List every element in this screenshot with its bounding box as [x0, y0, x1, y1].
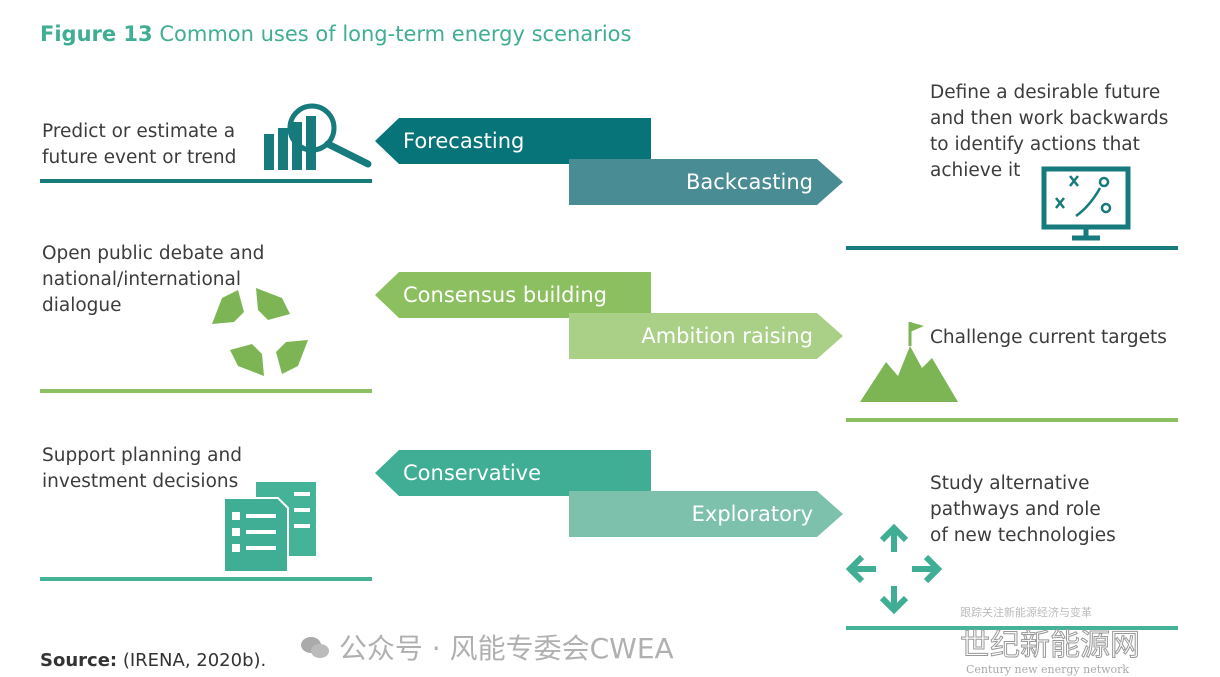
text-line: achieve it [930, 160, 1021, 181]
text-line: of new technologies [930, 525, 1116, 546]
text-line: dialogue [42, 295, 122, 316]
conservative-arrow: Conservative [375, 450, 651, 496]
text-line: Challenge current targets [930, 327, 1167, 348]
wechat-watermark: 公众号 · 风能专委会CWEA [300, 632, 674, 666]
text-line: Predict or estimate a [42, 121, 236, 142]
documents-icon [223, 482, 316, 573]
ambition-description: Challenge current targets [930, 325, 1167, 351]
backcasting-arrow: Backcasting [569, 159, 843, 205]
text-line: national/international [42, 269, 241, 290]
text-line: Define a desirable future [930, 82, 1161, 103]
watermark-text: 公众号 · 风能专委会CWEA [338, 632, 674, 665]
ambition-raising-arrow: Ambition raising [569, 313, 843, 359]
row-divider [846, 246, 1178, 250]
text-line: Open public debate and [42, 243, 265, 264]
consensus-description: Open public debate and national/internat… [42, 241, 264, 319]
mountain-flag-icon [860, 322, 958, 402]
text-line: and then work backwards [930, 108, 1169, 129]
source-label: Source: [40, 650, 118, 671]
watermark-tagline: 跟踪关注新能源经济与变革 [960, 606, 1092, 619]
wechat-icon [301, 637, 329, 658]
figure-title: Figure 13 Common uses of long-term energ… [40, 22, 631, 46]
magnifier-bar-chart-icon [264, 103, 372, 170]
exploratory-arrow: Exploratory [569, 491, 843, 537]
row-divider [846, 418, 1178, 422]
text-line: pathways and role [930, 499, 1101, 520]
text-line: future event or trend [42, 147, 237, 168]
row-divider [40, 389, 372, 393]
arrow-label: Consensus building [403, 283, 607, 307]
row-divider [40, 179, 372, 183]
exploratory-description: Study alternative pathways and role of n… [930, 471, 1116, 549]
arrow-label: Forecasting [403, 129, 525, 153]
forecasting-arrow: Forecasting [375, 118, 651, 164]
arrow-label: Conservative [403, 461, 542, 485]
source-text: (IRENA, 2020b). [117, 650, 267, 671]
text-line: Support planning and [42, 445, 242, 466]
strategy-board-icon [1041, 166, 1131, 241]
figure-caption: Common uses of long-term energy scenario… [159, 22, 632, 46]
source-note: Source: (IRENA, 2020b). [40, 650, 266, 672]
watermark-site: 世纪新能源网 [960, 628, 1141, 663]
arrow-label: Ambition raising [641, 324, 813, 348]
arrow-label: Exploratory [691, 502, 813, 526]
arrow-label: Backcasting [685, 170, 813, 194]
backcasting-description: Define a desirable future and then work … [930, 80, 1168, 184]
watermark-site-en: Century new energy network [966, 663, 1130, 676]
forecasting-description: Predict or estimate a future event or tr… [42, 119, 236, 171]
conservative-description: Support planning and investment decision… [42, 443, 242, 495]
text-line: Study alternative [930, 473, 1090, 494]
joined-hands-icon [212, 288, 308, 376]
four-way-arrows-icon [846, 523, 942, 615]
row-divider [40, 577, 372, 581]
text-line: investment decisions [42, 471, 239, 492]
text-line: to identify actions that [930, 134, 1140, 155]
row-divider [846, 626, 1178, 630]
consensus-building-arrow: Consensus building [375, 272, 651, 318]
figure-number: Figure 13 [40, 22, 153, 46]
